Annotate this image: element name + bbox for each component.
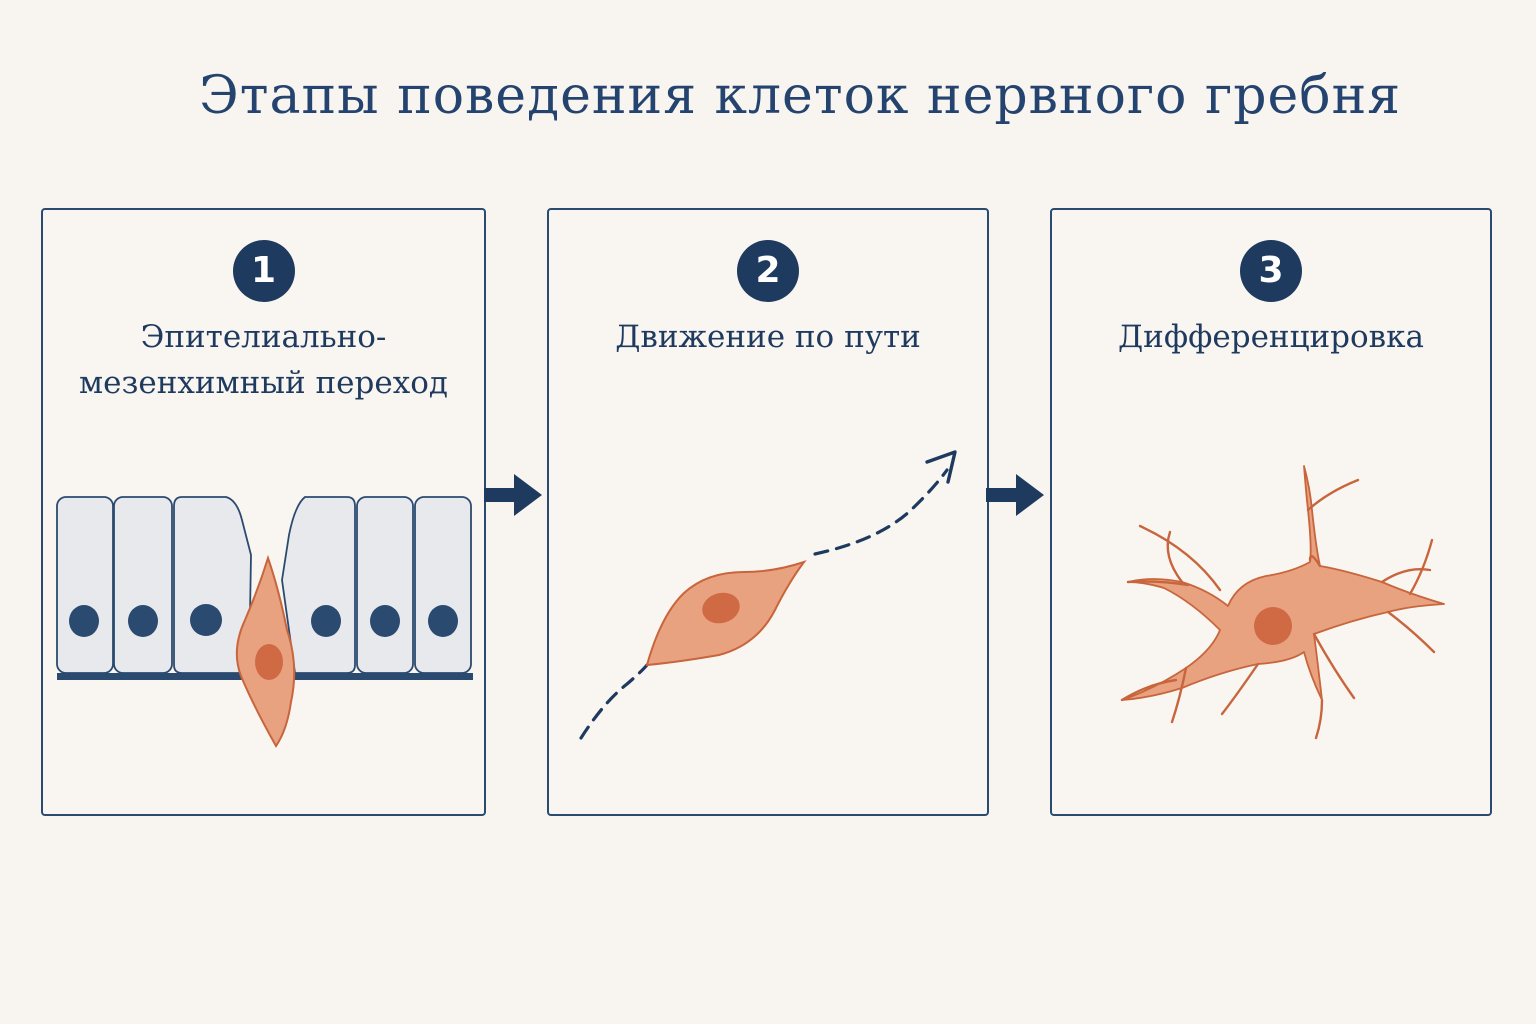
neuron-dendrites xyxy=(1120,478,1436,740)
epithelial-nucleus xyxy=(428,605,458,637)
epithelial-nucleus xyxy=(69,605,99,637)
differentiated-neuron xyxy=(1121,465,1445,701)
epithelial-cell xyxy=(56,496,114,674)
epithelial-cell xyxy=(356,496,414,674)
neuron-soma xyxy=(1121,465,1445,701)
epithelial-nucleus xyxy=(370,605,400,637)
stage-panel-emt: 1 Эпителиально- мезенхимный переход xyxy=(41,208,486,816)
epithelial-cell xyxy=(113,496,173,674)
stage-panel-migration: 2 Движение по пути xyxy=(547,208,989,816)
migration-illustration xyxy=(579,450,957,740)
step-number-badge: 2 xyxy=(737,240,799,302)
step-number-badge: 3 xyxy=(1240,240,1302,302)
epithelium-illustration xyxy=(56,496,473,748)
stage-label-line: Дифференцировка xyxy=(1117,319,1424,355)
crest-cell-nucleus xyxy=(702,592,740,624)
migration-path-ahead xyxy=(813,468,949,556)
right-arrow-icon xyxy=(484,474,542,516)
arrowhead-icon xyxy=(925,450,957,484)
stage-label-emt: Эпителиально- мезенхимный переход xyxy=(53,314,474,406)
migration-path-behind xyxy=(579,663,649,740)
step-number-badge: 1 xyxy=(232,240,295,302)
epithelial-nucleus xyxy=(311,605,341,637)
epithelial-nucleus xyxy=(190,604,222,636)
crest-cell-nucleus xyxy=(255,644,283,680)
diagram-title: Этапы поведения клеток нервного гребня xyxy=(198,66,1402,126)
neuron-nucleus xyxy=(1254,607,1292,645)
neuron-illustration xyxy=(1120,465,1445,740)
stage-label-line: Движение по пути xyxy=(615,319,921,355)
stage-label-migration: Движение по пути xyxy=(559,314,977,360)
epithelial-cell xyxy=(414,496,472,674)
right-arrow-icon xyxy=(986,474,1044,516)
epithelial-cell xyxy=(281,496,356,674)
stage-label-line: мезенхимный переход xyxy=(79,365,448,401)
stage-label-differentiation: Дифференцировка xyxy=(1062,314,1480,360)
stage-panel-differentiation: 3 Дифференцировка xyxy=(1050,208,1492,816)
epithelial-nucleus xyxy=(128,605,158,637)
stage-label-line: Эпителиально- xyxy=(140,319,387,355)
